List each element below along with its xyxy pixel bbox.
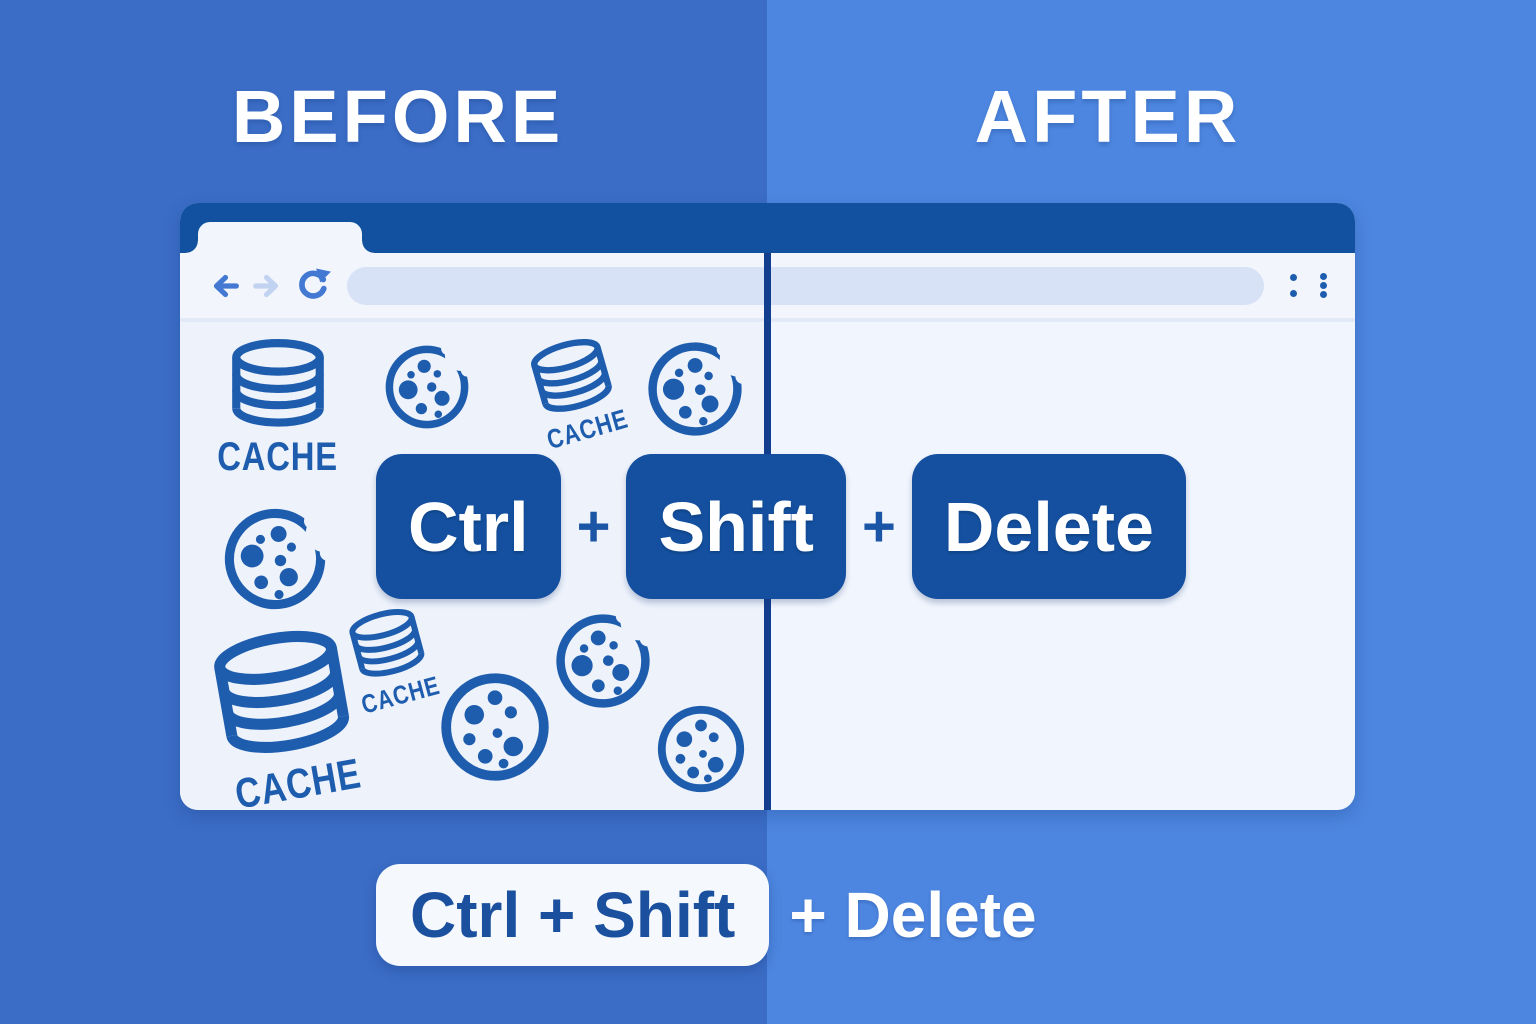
- plus-separator: +: [861, 494, 896, 559]
- cache-database-icon: CACHE: [196, 616, 377, 810]
- before-heading: BEFORE: [231, 75, 565, 158]
- cookie-whole-icon: [434, 666, 556, 788]
- key-ctrl: Ctrl: [376, 454, 561, 599]
- back-arrow-icon[interactable]: [208, 269, 242, 303]
- caption-pill: Ctrl + Shift: [376, 864, 770, 966]
- menu-dots-icon[interactable]: [1290, 273, 1327, 298]
- cookie-whole-icon: [652, 700, 750, 798]
- browser-titlebar: [180, 203, 1355, 253]
- cache-label: CACHE: [217, 434, 339, 479]
- caption-pill-text: Ctrl + Shift: [410, 879, 736, 951]
- cache-database-icon: CACHE: [217, 336, 339, 479]
- cookie-bitten-icon: [204, 488, 345, 629]
- cookie-bitten-icon: [380, 340, 474, 434]
- address-bar[interactable]: [347, 266, 1264, 305]
- caption-suffix-text: + Delete: [789, 879, 1037, 951]
- cookie-bitten-icon: [546, 604, 659, 717]
- reload-icon[interactable]: [294, 267, 331, 304]
- cache-database-icon: CACHE: [519, 328, 633, 455]
- plus-separator: +: [576, 494, 611, 559]
- key-delete: Delete: [911, 454, 1186, 599]
- after-heading: AFTER: [974, 75, 1242, 158]
- shortcut-keys-row: Ctrl+Shift+Delete: [376, 454, 1186, 599]
- cookie-bitten-icon: [635, 329, 755, 449]
- forward-arrow-icon[interactable]: [250, 269, 284, 303]
- menu-dots-column: [1320, 273, 1327, 298]
- shortcut-caption: Ctrl + Shift + Delete: [376, 864, 1037, 966]
- key-shift: Shift: [626, 454, 846, 599]
- browser-tab[interactable]: [186, 222, 374, 253]
- menu-dots-column: [1290, 274, 1297, 297]
